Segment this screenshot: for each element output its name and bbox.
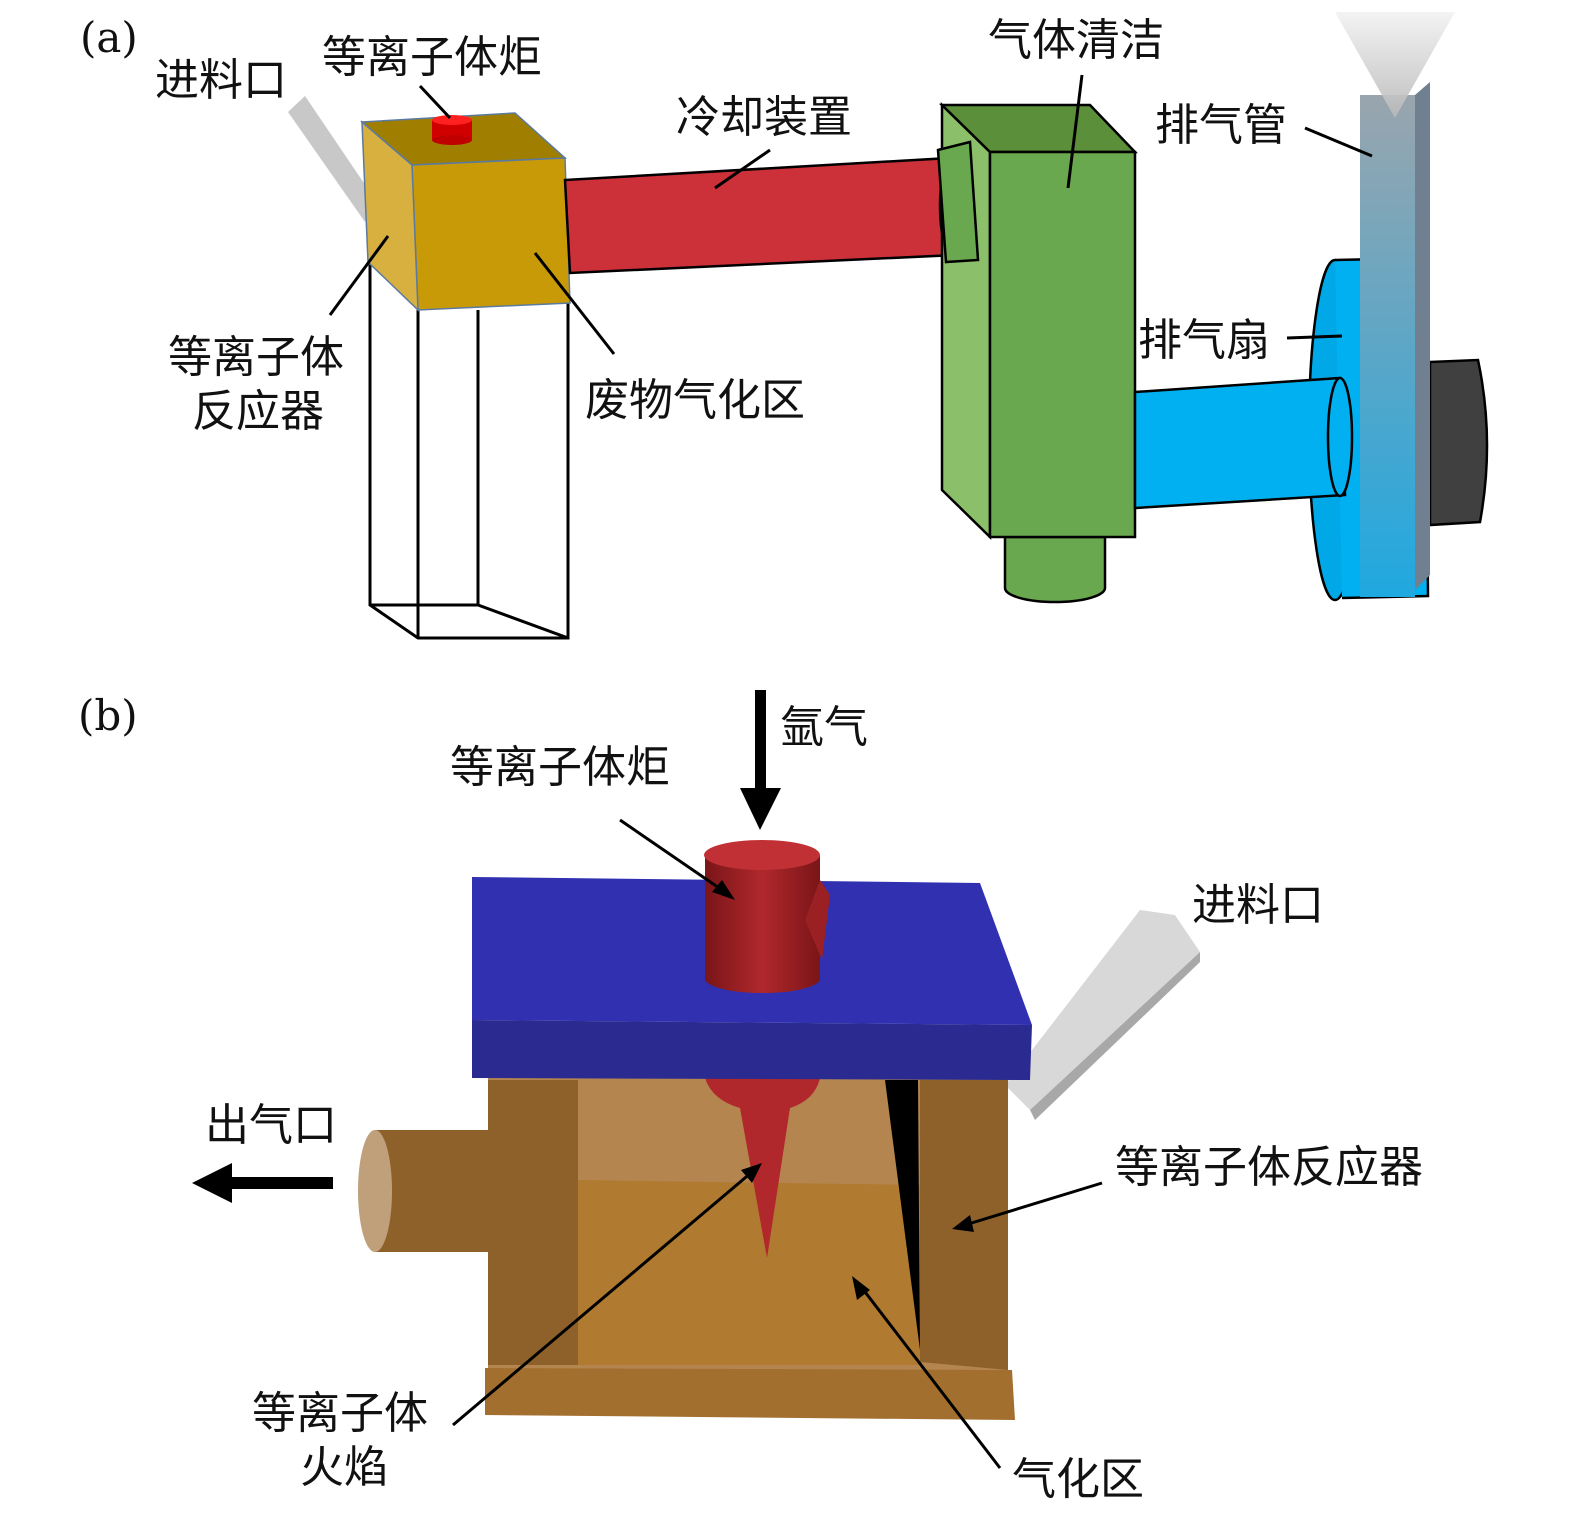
plasma-torch-small	[432, 115, 472, 145]
feed-inlet-pipe	[288, 96, 372, 222]
label-reactor-line1: 等离子体	[168, 332, 344, 383]
label-flame-line1: 等离子体	[252, 1388, 428, 1439]
plasma-torch-b	[704, 840, 830, 994]
label-reactor-b: 等离子体反应器	[1115, 1142, 1423, 1193]
panel-a-tag: (a)	[80, 13, 138, 62]
panel-a: (a)	[80, 12, 1489, 640]
panel-a-leaders	[328, 74, 1373, 355]
label-feed-inlet: 进料口	[155, 55, 287, 106]
label-exhaust-fan: 排气扇	[1138, 315, 1270, 366]
gas-outlet-pipe	[358, 1130, 488, 1252]
label-cooling-device: 冷却装置	[676, 92, 852, 143]
label-flame-line2: 火焰	[300, 1442, 388, 1493]
feed-inlet-pipe-b	[1005, 910, 1200, 1120]
cooling-pipe	[563, 156, 957, 275]
argon-arrow	[740, 690, 781, 830]
label-argon: 氩气	[780, 702, 868, 753]
panel-b-tag: (b)	[78, 691, 138, 740]
label-plasma-torch-b: 等离子体炬	[450, 742, 670, 793]
label-reactor-line2: 反应器	[192, 386, 324, 437]
label-exhaust-pipe: 排气管	[1155, 100, 1287, 151]
panel-b: (b)	[78, 690, 1423, 1505]
label-gasification-zone-b: 气化区	[1012, 1454, 1144, 1505]
label-gas-cleaning: 气体清洁	[988, 15, 1164, 66]
plasma-flame	[705, 1078, 820, 1258]
label-gas-outlet: 出气口	[205, 1100, 337, 1151]
panel-b-leaders	[452, 818, 1103, 1469]
reactor-wireframe	[368, 262, 570, 640]
gas-cleaning-unit	[936, 102, 1138, 604]
label-feed-inlet-b: 进料口	[1192, 880, 1324, 931]
exhaust-stack	[1335, 12, 1455, 597]
label-gasification-zone: 废物气化区	[585, 375, 805, 426]
exhaust-fan	[1133, 256, 1489, 602]
label-plasma-torch: 等离子体炬	[322, 32, 542, 83]
outlet-arrow	[192, 1163, 333, 1203]
